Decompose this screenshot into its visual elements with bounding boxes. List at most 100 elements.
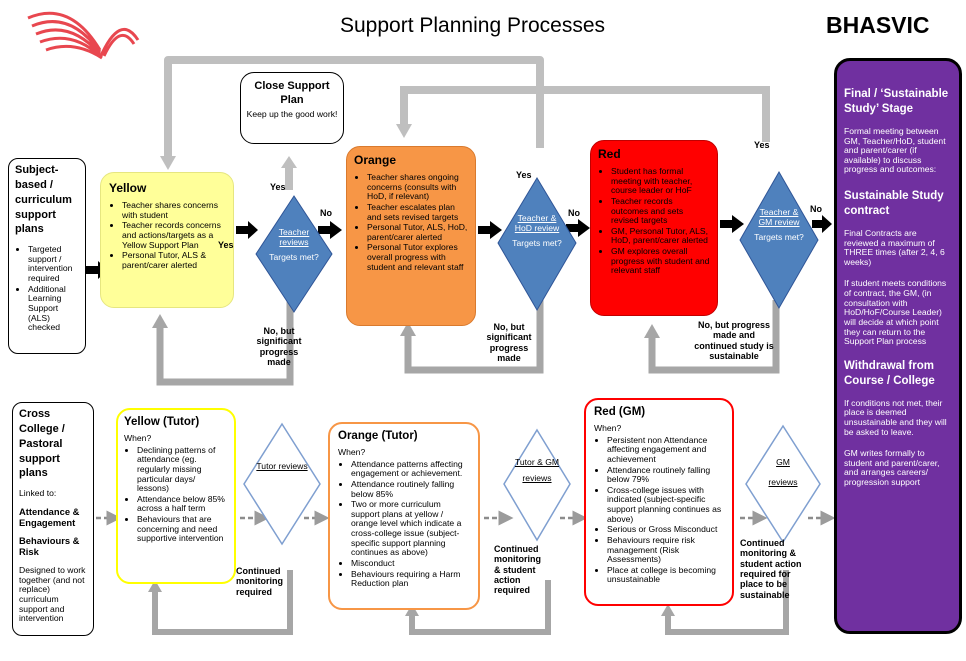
- final-stage-box: Final / ‘Sustainable Study’ Stage Formal…: [834, 58, 962, 634]
- yellow-item: Teacher shares concerns with student: [122, 200, 225, 220]
- pastoral-a2: Behaviours & Risk: [19, 535, 80, 558]
- orange-tutor-box: Orange (Tutor) When? Attendance patterns…: [328, 422, 480, 610]
- nobut-label: No, but significant progress made: [486, 322, 532, 364]
- pastoral-linked: Linked to:: [19, 488, 57, 499]
- red-gm-box: Red (GM) When? Persistent non Attendance…: [584, 398, 734, 606]
- red-item: Teacher records outcomes and sets revise…: [611, 196, 710, 226]
- yes-label: Yes: [754, 140, 770, 150]
- diamond-teacher-reviews: [255, 195, 333, 313]
- cont-label: Continued monitoring & student action re…: [494, 544, 541, 596]
- bottom-loop-3: [665, 570, 789, 635]
- diamond-teacher-hod-review: [497, 177, 577, 311]
- nobut-label: No, but progress made and continued stud…: [694, 320, 774, 362]
- subject-plan-item: Targeted support / intervention required: [28, 244, 79, 284]
- college-logo: [27, 11, 140, 60]
- no-label: No: [320, 208, 332, 218]
- orange-tutor-item: Two or more curriculum support plans at …: [351, 499, 470, 558]
- top-loop-arrow: [164, 56, 544, 160]
- orange-item: Teacher shares ongoing concerns (consult…: [367, 172, 468, 202]
- d3-title: Teacher & GM review: [758, 207, 800, 227]
- red-gm-item: Persistent non Attendance affecting enga…: [607, 435, 724, 465]
- red-gm-item: Cross-college issues with indicated (sub…: [607, 485, 724, 525]
- red-gm-item: Attendance routinely falling below 79%: [607, 465, 724, 485]
- d6-label: GM reviews: [758, 457, 808, 487]
- d1-label: Teacher reviews Targets met?: [264, 227, 324, 263]
- subject-plans-box: Subject-based / curriculum support plans…: [8, 158, 86, 354]
- yellow-item: Personal Tutor, ALS & parent/carer alert…: [122, 250, 225, 270]
- d5-title: Tutor & GM: [514, 457, 560, 467]
- no-label: No: [568, 208, 580, 218]
- final-title: Final / ‘Sustainable Study’ Stage: [844, 88, 949, 115]
- yellow-tutor-box: Yellow (Tutor) When? Declining patterns …: [116, 408, 236, 584]
- orange-item: Personal Tutor, ALS, HoD, parent/carer a…: [367, 222, 468, 242]
- bottom-loop-1: [152, 570, 293, 635]
- yellow-tutor-item: Behaviours that are concerning and need …: [137, 514, 228, 544]
- no-label: No: [810, 204, 822, 214]
- orange-item: Personal Tutor explores overall progress…: [367, 243, 468, 272]
- subject-plans-title: Subject-based / curriculum support plans: [15, 164, 72, 236]
- orange-item: Teacher escalates plan and sets revised …: [367, 202, 468, 222]
- orange-tutor-item: Misconduct: [351, 558, 470, 569]
- d3-label: Teacher & GM review Targets met?: [752, 207, 806, 243]
- close-plan-title: Close Support Plan: [254, 80, 330, 107]
- red-item: GM, Personal Tutor, ALS, HoD, parent/car…: [611, 226, 710, 246]
- d3-question: Targets met?: [754, 232, 804, 243]
- d4-title: Tutor reviews: [256, 461, 308, 471]
- yellow-box: Yellow Teacher shares concerns with stud…: [100, 172, 234, 308]
- yes-label: Yes: [218, 240, 234, 250]
- close-plan-sub: Keep up the good work!: [246, 108, 338, 119]
- red-item: Student has formal meeting with teacher,…: [611, 166, 710, 196]
- d6-title: GM: [776, 457, 790, 467]
- final-h2: Sustainable Study contract: [844, 190, 944, 217]
- orange-box: Orange Teacher shares ongoing concerns (…: [346, 146, 476, 326]
- orange-tutor-when: When?: [338, 447, 366, 457]
- final-p1: Formal meeting between GM, Teacher/HoD, …: [844, 125, 946, 175]
- yellow-tutor-when: When?: [124, 433, 152, 443]
- orange-tutor-title: Orange (Tutor): [338, 430, 418, 442]
- d1-title: Teacher reviews: [278, 227, 310, 247]
- page-title: Support Planning Processes: [340, 14, 605, 37]
- red-item: GM explores overall progress with studen…: [611, 246, 710, 276]
- subject-plan-item: Additional Learning Support (ALS) checke…: [28, 284, 79, 333]
- cont-label: Continued monitoring & student action re…: [740, 538, 802, 600]
- diamond-tutor-reviews: [243, 422, 321, 546]
- close-plan-box: Close Support Plan Keep up the good work…: [240, 72, 344, 144]
- red-gm-item: Serious or Gross Misconduct: [607, 525, 724, 535]
- diamond-tutor-gm-reviews: [503, 428, 571, 542]
- diamond-gm-reviews: [745, 424, 821, 544]
- cont-label: Continued monitoring required: [236, 566, 283, 597]
- orange-tutor-item: Attendance routinely falling below 85%: [351, 479, 470, 499]
- final-p5: GM writes formally to student and parent…: [844, 448, 940, 487]
- pastoral-a1: Attendance & Engagement: [19, 505, 80, 528]
- yellow-tutor-item: Attendance below 85% across a half term: [137, 494, 228, 514]
- return-loop-2: [404, 300, 544, 374]
- red-gm-item: Behaviours require risk management (Risk…: [607, 535, 724, 565]
- orange-tutor-item: Attendance patterns affecting engagement…: [351, 459, 470, 479]
- final-p2: Final Contracts are reviewed a maximum o…: [844, 227, 945, 267]
- final-h3: Withdrawal from Course / College: [844, 359, 935, 387]
- red-gm-when: When?: [594, 423, 622, 433]
- d2-question: Targets met?: [512, 238, 562, 249]
- pastoral-designed: Designed to work together (and not repla…: [19, 565, 86, 624]
- yellow-tutor-title: Yellow (Tutor): [124, 416, 200, 428]
- red-box: Red Student has formal meeting with teac…: [590, 140, 718, 316]
- yellow-tutor-item: Declining patterns of attendance (eg. re…: [137, 445, 228, 494]
- d1-question: Targets met?: [269, 252, 319, 263]
- bottom-loop-2: [409, 580, 551, 635]
- yes-label: Yes: [270, 182, 286, 192]
- org-name: BHASVIC: [826, 12, 930, 38]
- yes-label: Yes: [516, 170, 532, 180]
- return-loop-3: [648, 300, 780, 374]
- nobut-label: No, but significant progress made: [256, 326, 302, 368]
- d5-label: Tutor & GM reviews: [512, 457, 562, 483]
- d6-sub: reviews: [768, 476, 798, 487]
- yellow-title: Yellow: [109, 181, 147, 195]
- pastoral-plans-box: Cross College / Pastoral support plans L…: [12, 402, 94, 636]
- final-p4: If conditions not met, their place is de…: [844, 397, 947, 437]
- pastoral-title: Cross College / Pastoral support plans: [19, 408, 65, 480]
- red-title: Red: [598, 147, 621, 161]
- yellow-item: Teacher records concerns and actions/tar…: [122, 220, 225, 250]
- final-p3: If student meets conditions of contract,…: [844, 278, 947, 347]
- diamond-teacher-gm-review: [739, 170, 819, 310]
